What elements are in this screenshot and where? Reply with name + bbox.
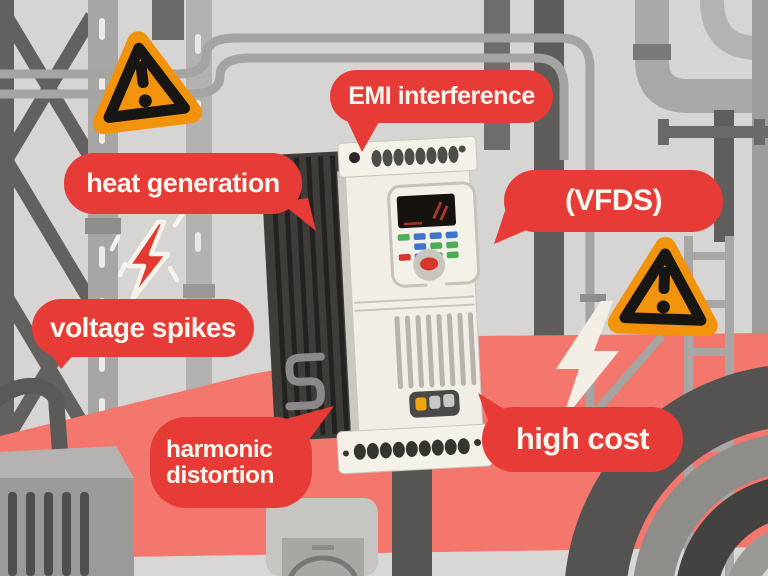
dashed-pipe-left (85, 0, 121, 438)
warning-triangle-icon (92, 31, 203, 135)
small-unit (266, 498, 378, 576)
device-base (336, 423, 494, 475)
callout-emi-interference: EMI interference (330, 70, 553, 123)
bubble-tail (346, 118, 380, 152)
device-vent-slats (394, 312, 477, 390)
white-lightning-bolt-icon (556, 301, 619, 423)
device-indicator-lights (409, 389, 460, 418)
device-control-panel (387, 181, 481, 295)
thin-pipes (0, 33, 666, 421)
pipe-valve-bar (580, 294, 606, 302)
callout-voltage-spikes: voltage spikes (32, 299, 254, 357)
callout-harmonic-distortion: harmonic distortion (150, 417, 312, 508)
device-top-cap (337, 135, 478, 178)
callout-vfds: (VFDS) (504, 170, 723, 232)
callout-high-cost: high cost (482, 407, 683, 472)
callout-heat-generation: heat generation (64, 153, 302, 214)
warning-triangle-icon (607, 237, 718, 337)
red-lightning-bolt-icon (109, 212, 185, 303)
machine (0, 378, 134, 576)
pipe-assembly-top-right (633, 0, 768, 430)
pipe-bottom-dark (392, 458, 432, 576)
pipe-stub-top (152, 0, 184, 40)
device-dial[interactable] (412, 248, 446, 282)
vfd-device (260, 135, 494, 475)
